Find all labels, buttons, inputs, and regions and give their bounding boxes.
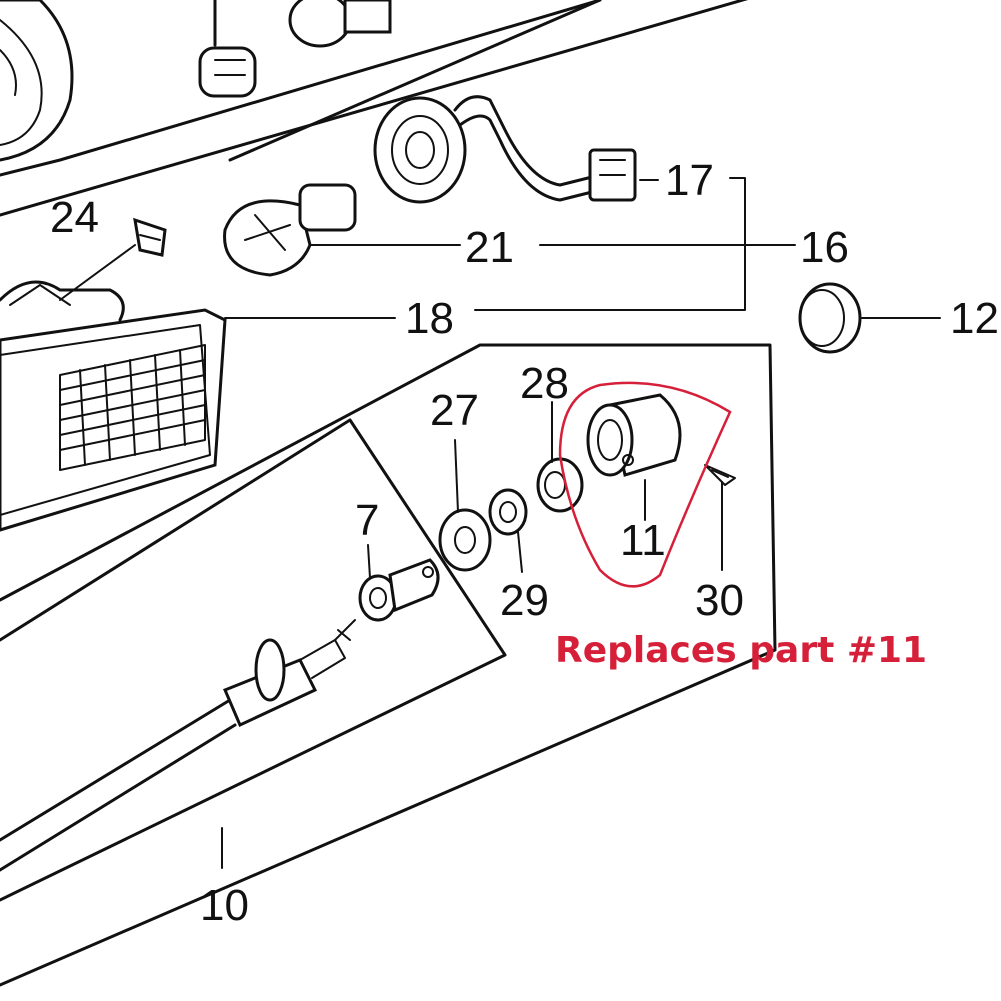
part-label-10: 10 bbox=[200, 881, 249, 930]
screw-30 bbox=[704, 464, 736, 486]
part-label-11: 11 bbox=[620, 516, 666, 565]
part-label-16: 16 bbox=[800, 223, 849, 272]
part-label-17: 17 bbox=[665, 156, 714, 205]
panel-outlines bbox=[0, 0, 777, 987]
bulb-socket-harness bbox=[373, 95, 637, 204]
nut-28 bbox=[536, 457, 584, 513]
annotation-text: Replaces part #11 bbox=[555, 630, 927, 671]
part-label-7: 7 bbox=[355, 496, 379, 545]
part-label-30: 30 bbox=[695, 576, 744, 625]
washer-27 bbox=[438, 508, 492, 572]
part-label-27: 27 bbox=[430, 386, 479, 435]
highlight-outline bbox=[558, 381, 732, 588]
part-label-29: 29 bbox=[500, 576, 549, 625]
part-label-28: 28 bbox=[520, 359, 569, 408]
bolt-7 bbox=[358, 558, 440, 622]
wedge-bulb bbox=[198, 0, 257, 98]
part-label-12: 12 bbox=[950, 294, 999, 343]
top-bulb bbox=[288, 0, 392, 48]
cable-10 bbox=[0, 619, 356, 872]
part-label-18: 18 bbox=[405, 294, 454, 343]
bushing-11 bbox=[586, 393, 682, 477]
headlight-lens bbox=[0, 0, 74, 162]
side-marker-lens bbox=[0, 280, 227, 532]
bulb-21 bbox=[223, 183, 357, 277]
part-label-21: 21 bbox=[465, 223, 514, 272]
washer-29 bbox=[488, 488, 528, 536]
plug-12 bbox=[798, 282, 862, 354]
clip-24 bbox=[133, 217, 167, 257]
part-label-24: 24 bbox=[50, 193, 99, 242]
leader-lines bbox=[59, 177, 941, 869]
